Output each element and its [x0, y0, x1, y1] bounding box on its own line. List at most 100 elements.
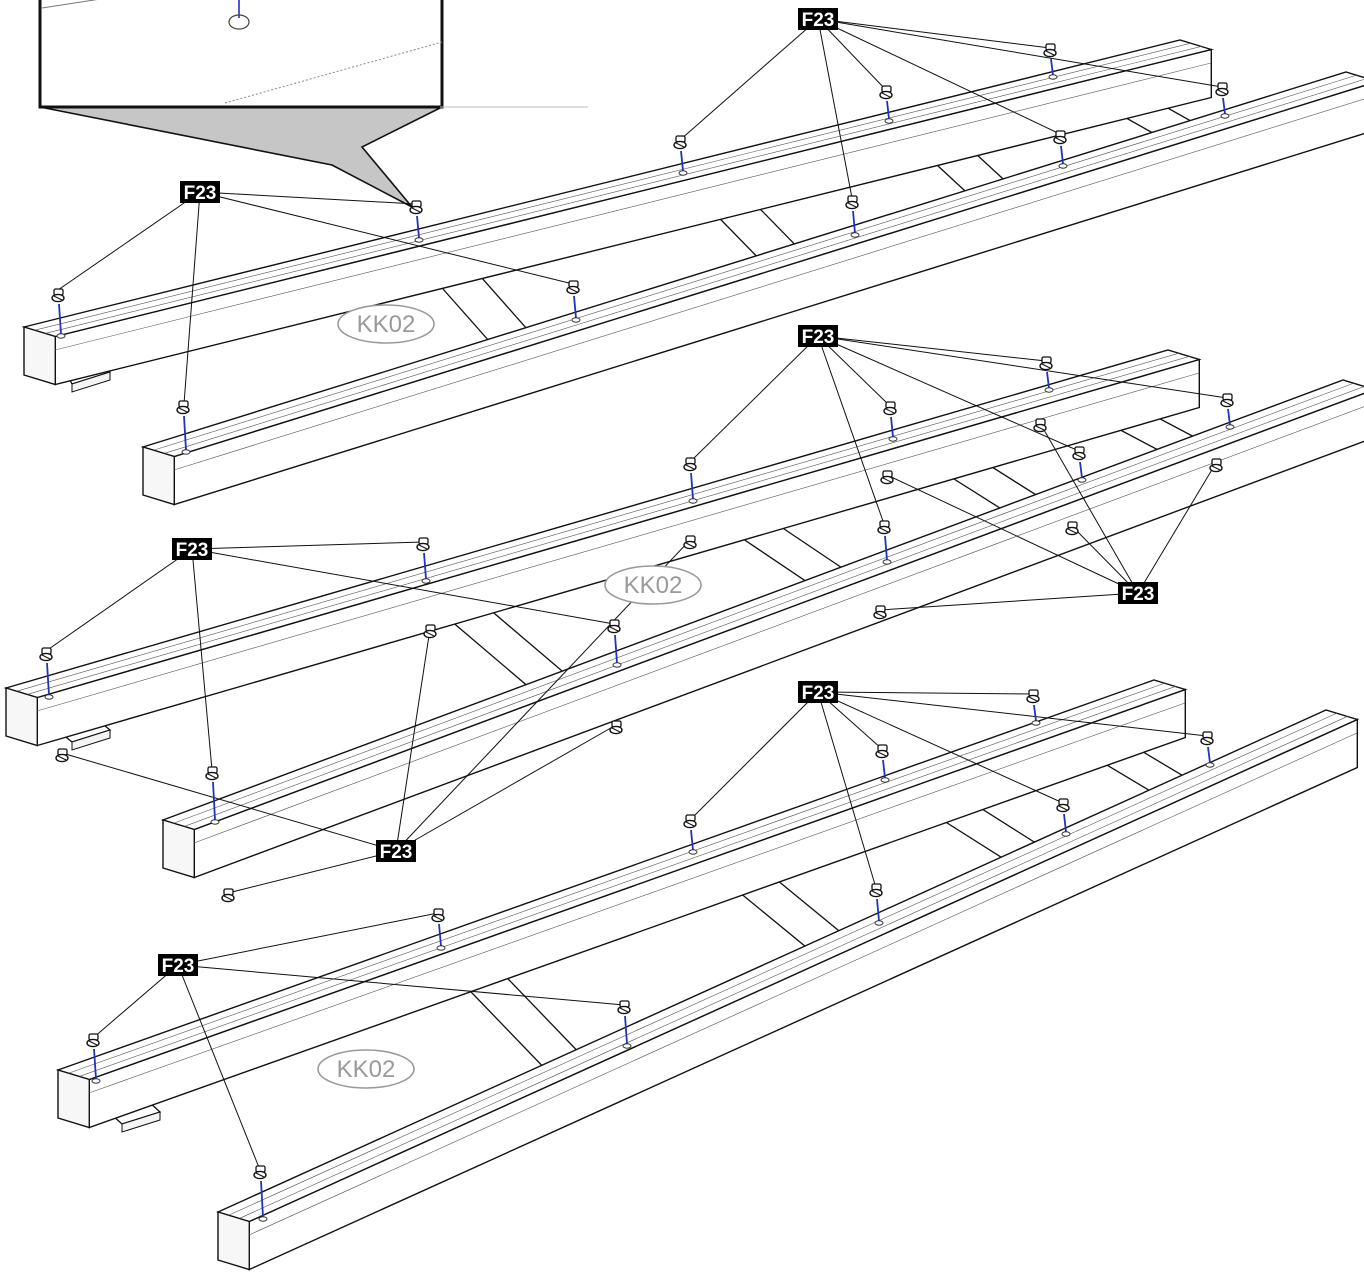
leader-line [1137, 462, 1217, 594]
screw-icon [1053, 130, 1068, 169]
screw-slot [619, 1007, 629, 1013]
screw-group-1 [51, 43, 1230, 455]
screw-slot [882, 477, 892, 483]
screw-hole [882, 559, 892, 565]
rail-end-face [142, 446, 176, 506]
part-label-1: KK02 [337, 304, 435, 344]
rail-bevel-line [153, 74, 1357, 451]
screw-shaft [46, 662, 50, 696]
rail-1 [21, 39, 1214, 386]
f23-tag-text: F23 [176, 540, 209, 561]
screw-hole [181, 449, 191, 455]
screw-shaft [1060, 145, 1064, 165]
screw-slot [611, 727, 621, 733]
screw-icon [176, 400, 191, 455]
leader-line [61, 752, 397, 852]
screw-slot [1217, 89, 1227, 95]
rail-2 [160, 379, 1364, 879]
screw-shaft [1046, 371, 1050, 389]
screw-group-3 [86, 689, 1215, 1222]
screw-hole [888, 436, 898, 442]
leader-line [817, 691, 877, 889]
screw-hole [258, 1216, 268, 1222]
frame-3 [55, 679, 1360, 1271]
rail-bevel-line [173, 382, 1354, 824]
screw-slot [685, 821, 695, 827]
f23-tag: F23 [180, 181, 220, 204]
f23-tag-bg [1118, 582, 1158, 604]
screw-icon [51, 288, 66, 339]
screw-hole [1058, 163, 1068, 169]
screw-hole [210, 819, 220, 825]
screw-slot [1041, 363, 1051, 369]
f23-tag-bg [172, 538, 212, 560]
f23-tag-text: F23 [162, 956, 195, 977]
rail-end-face [162, 819, 196, 879]
crossbar-end [71, 729, 111, 751]
part-label-text: KK02 [337, 1056, 396, 1083]
screw-slot [1058, 805, 1068, 811]
crossbar-end [71, 371, 111, 393]
screw-shaft [260, 1180, 264, 1218]
screw-icon [617, 1000, 632, 1049]
screw-group-2 [39, 356, 1235, 903]
screw-hole [56, 333, 66, 339]
screw-shaft [624, 1015, 628, 1045]
leader-line [689, 691, 819, 821]
screw-hole [1077, 477, 1087, 483]
leader-line [817, 18, 1061, 135]
rail-bevel-line [193, 406, 1364, 844]
rail-bevel-line [184, 386, 1364, 827]
screw-icon [566, 280, 581, 323]
screw-shaft [58, 303, 62, 335]
part-label-oval [317, 1049, 415, 1089]
f23-tag-bg [798, 681, 838, 703]
screw-shaft [93, 1048, 97, 1080]
rail-bevel-line [164, 79, 1364, 454]
screw-shaft [884, 535, 888, 561]
screw-shaft [1222, 97, 1226, 115]
screw-icon [873, 605, 887, 620]
screw-icon [1033, 418, 1047, 433]
screw-icon [1065, 521, 1079, 536]
f23-tag: F23 [798, 681, 838, 704]
screw-icon [423, 624, 437, 639]
leader-line [395, 628, 431, 852]
leader-line [92, 964, 179, 1039]
part-label-3: KK02 [317, 1049, 415, 1089]
screw-slot [685, 542, 695, 548]
leader-line [817, 18, 1051, 49]
rail-bevel-line [54, 62, 1212, 351]
screw-icon [1215, 82, 1230, 119]
screw-shaft [680, 150, 684, 172]
leader-line [395, 724, 617, 852]
screw-slot [255, 1172, 265, 1178]
screw-hole [1048, 74, 1058, 80]
screw-slot [879, 527, 889, 533]
screw-slot [568, 287, 578, 293]
leader-line [879, 592, 1139, 611]
part-label-2: KK02 [604, 565, 702, 605]
f23-tag-bg [798, 325, 838, 347]
detail-frame [38, 0, 444, 109]
leader-line [817, 691, 1034, 695]
screw-icon [416, 537, 431, 584]
screw-icon [55, 748, 69, 763]
screw-shaft [876, 898, 880, 922]
screw-slot [1028, 696, 1038, 702]
leader-line [817, 18, 1223, 88]
screw-shaft [1227, 408, 1231, 426]
screw-slot [875, 612, 885, 618]
screw-hole [91, 1078, 101, 1084]
screw-icon [409, 200, 424, 243]
screw-shaft [1033, 704, 1037, 722]
screw-icon [1200, 731, 1215, 768]
leader-line [886, 474, 1139, 594]
screw-slot [57, 755, 67, 761]
frames [3, 39, 1364, 1271]
rail-bevel-line [88, 702, 1186, 1094]
leader-line [817, 335, 885, 525]
screw-icon [1043, 43, 1058, 80]
screw-hole [44, 694, 54, 700]
